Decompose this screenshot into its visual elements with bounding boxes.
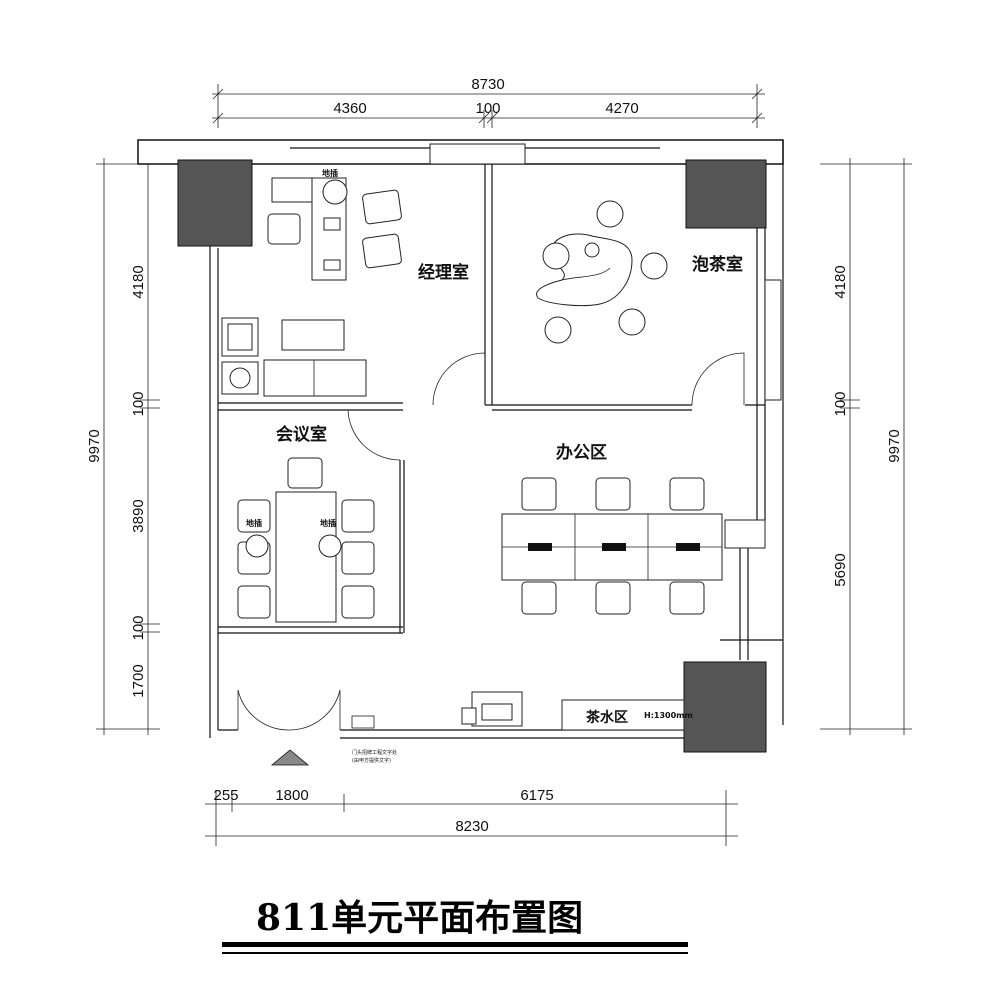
chair-icon [669, 477, 705, 511]
manager-floor-socket-label: 地插 [322, 168, 338, 178]
room-label-office: 办公区 [556, 442, 607, 463]
dim-left-2: 100 [130, 391, 147, 416]
dim-left-5: 1700 [130, 664, 147, 697]
right-dimensions: 9970 4180 100 5690 [820, 158, 912, 735]
manager-furniture: 地插 [221, 168, 402, 397]
dim-right-total: 9970 [886, 429, 903, 462]
floor-socket-icon [322, 179, 348, 205]
dim-top-total: 8730 [471, 76, 504, 93]
chair-icon [237, 585, 271, 619]
stool-icon [596, 200, 624, 228]
chair-icon [267, 213, 301, 245]
entrance-arrow-icon [270, 749, 310, 766]
title-underline-thick [222, 942, 688, 947]
pantry: H:1300mm [461, 691, 693, 731]
dim-right-3: 5690 [832, 553, 849, 586]
left-dimensions: 9970 4180 100 3890 100 1700 [86, 158, 160, 735]
drawing-title: 811单元平面布置图 [256, 897, 583, 939]
door-note-label: 门头招牌工程文字处 [352, 749, 397, 756]
room-label-pantry: 茶水区 [585, 709, 628, 726]
tea-furniture [536, 200, 668, 344]
chair-icon [341, 585, 375, 619]
stool-icon [542, 242, 570, 270]
dim-left-4: 100 [130, 615, 147, 640]
dim-left-3: 3890 [130, 499, 147, 532]
power-outlet-icon [528, 543, 700, 551]
meeting-furniture: 地插 地插 [237, 457, 375, 623]
stool-icon [618, 308, 646, 336]
chair-icon [237, 499, 271, 533]
room-label-manager: 经理室 [418, 262, 469, 283]
bottom-dimensions: 255 1800 6175 8230 [205, 787, 738, 846]
floor-socket-icon [245, 534, 269, 558]
meeting-table [275, 491, 337, 623]
chair-icon [595, 581, 631, 615]
column-top-right [685, 159, 767, 229]
dim-left-1: 4180 [130, 265, 147, 298]
dim-bottom-1: 255 [213, 787, 238, 804]
title-underline-thin [222, 952, 688, 954]
dim-bottom-2: 1800 [275, 787, 308, 804]
chair-icon [362, 233, 402, 269]
walls [137, 139, 784, 739]
meeting-floor-socket-label-2: 地插 [320, 518, 336, 528]
office-furniture [501, 477, 723, 615]
top-dimensions: 8730 4360 100 4270 [212, 76, 765, 128]
chair-icon [287, 457, 323, 489]
chair-icon [362, 189, 402, 225]
pantry-counter [561, 699, 685, 731]
dim-bottom-3: 6175 [520, 787, 553, 804]
meeting-floor-socket-label-1: 地插 [246, 518, 262, 528]
column-bottom-right [683, 661, 767, 753]
stool-icon [544, 316, 572, 344]
dim-bottom-total: 8230 [455, 818, 488, 835]
chair-icon [521, 477, 557, 511]
stool-icon [640, 252, 668, 280]
doors [237, 352, 745, 766]
dim-left-total: 9970 [86, 429, 103, 462]
chair-icon [595, 477, 631, 511]
chair-icon [521, 581, 557, 615]
chair-icon [341, 541, 375, 575]
dim-top-left: 4360 [333, 100, 366, 117]
dim-right-1: 4180 [832, 265, 849, 298]
chair-icon [341, 499, 375, 533]
column-top-left [177, 159, 253, 247]
sofa-icon [263, 359, 367, 397]
dim-right-2: 100 [832, 391, 849, 416]
chair-icon [669, 581, 705, 615]
door-note-label-2: (由甲方提供文字) [352, 757, 391, 764]
pantry-height-label: H:1300mm [644, 711, 693, 720]
dim-top-right: 4270 [605, 100, 638, 117]
dim-top-mid: 100 [475, 100, 500, 117]
room-label-tea: 泡茶室 [692, 254, 743, 275]
room-label-meeting: 会议室 [276, 424, 327, 445]
floor-socket-icon [318, 534, 342, 558]
